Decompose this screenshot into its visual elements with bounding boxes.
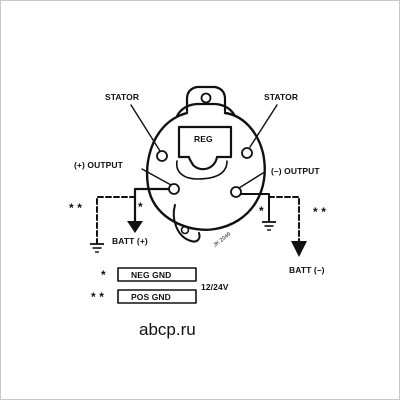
legend: * NEG GND * * POS GND 12/24V (91, 267, 229, 304)
bottom-mount-hole (180, 225, 190, 235)
stator-right-terminal (241, 147, 253, 159)
leader-lines (130, 104, 278, 189)
legend-pos-box (117, 289, 197, 304)
terminals (156, 147, 253, 198)
batt-neg-label: BATT (–) (289, 265, 325, 275)
top-mount-hole (200, 92, 212, 104)
alternator-body (145, 85, 266, 243)
stator-left-terminal (156, 150, 168, 162)
ground-symbol-right (262, 221, 276, 231)
ground-symbol-left (90, 243, 104, 253)
right-single-marker: * (259, 204, 264, 218)
stator-right-label: STATOR (264, 92, 298, 102)
legend-pos-label: POS GND (131, 292, 171, 302)
left-double-marker: * * (69, 201, 82, 215)
positive-output-wiring (90, 187, 171, 253)
voltage-label: 12/24V (201, 282, 229, 292)
legend-neg-label: NEG GND (131, 270, 171, 280)
watermark: abcp.ru (139, 320, 196, 339)
legend-neg-box (117, 267, 197, 282)
regulator: REG (175, 125, 233, 180)
stator-left-label: STATOR (105, 92, 139, 102)
output-pos-label: (+) OUTPUT (74, 160, 124, 170)
output-neg-label: (–) OUTPUT (271, 166, 320, 176)
batt-pos-arrow (127, 221, 143, 233)
batt-neg-arrow (291, 241, 307, 257)
reg-label: REG (194, 134, 213, 144)
legend-neg-marker: * (101, 268, 106, 282)
negative-output-wiring (240, 193, 307, 257)
part-code: JK 2049 (213, 231, 233, 248)
left-single-marker: * (138, 200, 143, 214)
output-neg-terminal (230, 186, 242, 198)
legend-pos-marker: * * (91, 290, 104, 304)
batt-pos-label: BATT (+) (112, 236, 148, 246)
right-double-marker: * * (313, 205, 326, 219)
